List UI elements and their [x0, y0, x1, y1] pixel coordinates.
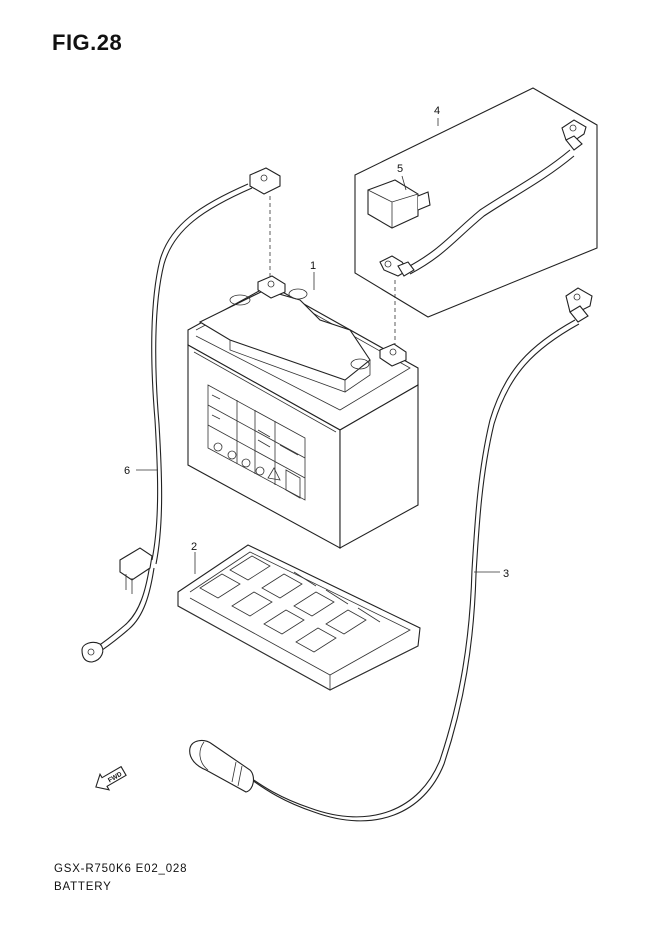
callout-6: 6 [124, 465, 130, 477]
negative-cable-part-6 [81, 167, 281, 663]
front-arrow-icon: FWD [95, 765, 127, 791]
callout-numbers: 1 2 3 4 5 6 [124, 105, 509, 580]
callout-1: 1 [310, 260, 316, 272]
battery-cable-part-4 [379, 119, 587, 277]
figure-title: FIG.28 [52, 30, 123, 55]
kit-box-part-4 [354, 87, 598, 318]
section-name: BATTERY [54, 881, 112, 893]
callout-2: 2 [191, 541, 197, 553]
model-code: GSX-R750K6 E02_028 [54, 863, 188, 875]
callout-4: 4 [434, 105, 440, 117]
callout-5: 5 [397, 163, 403, 175]
callout-3: 3 [503, 568, 509, 580]
callout-leaders [136, 118, 500, 574]
positive-cable-part-3 [189, 287, 593, 822]
assembly-dash-lines [269, 196, 396, 345]
battery-part-1 [187, 275, 419, 549]
terminal-cap-part-5 [367, 179, 431, 229]
battery-tray-part-2 [177, 544, 421, 691]
